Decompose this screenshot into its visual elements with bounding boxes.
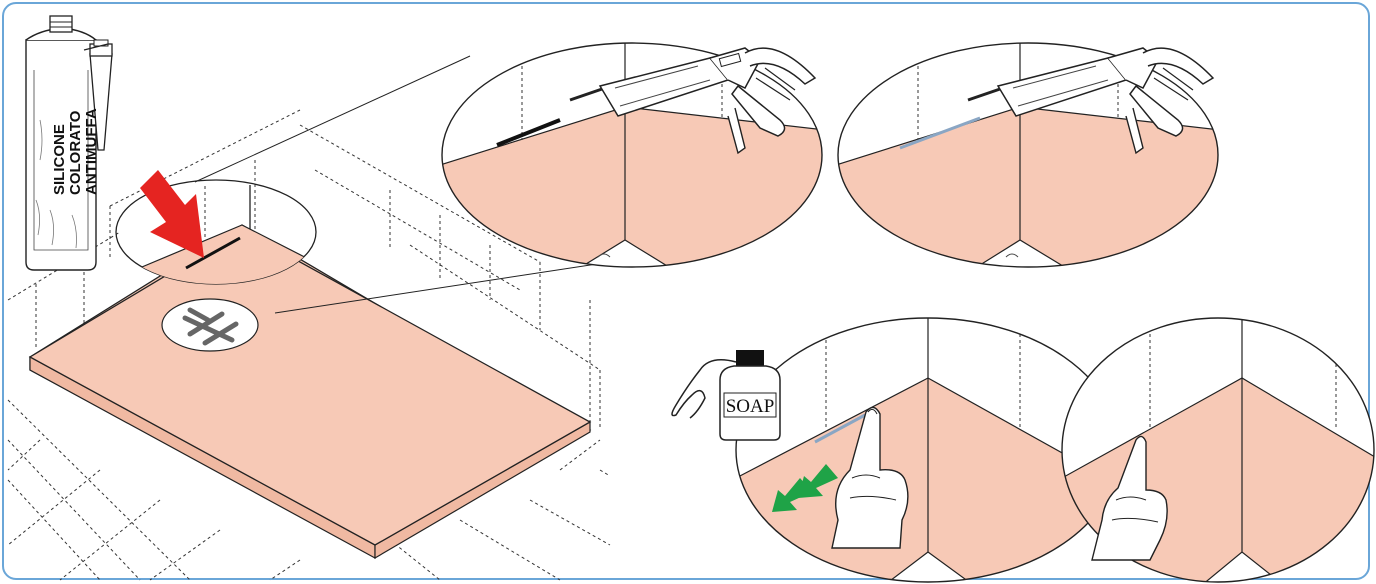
panel-apply-silicone — [430, 30, 830, 280]
drain-cover-icon — [162, 299, 258, 351]
cartridge-label-line-2: COLORATO — [67, 110, 84, 195]
cartridge-label-line-3: ANTIMUFFA — [83, 108, 100, 195]
soap-label: SOAP — [726, 396, 775, 417]
cartridge-label-line-1: SILICONE — [51, 124, 68, 195]
panel-silicone-applied — [836, 30, 1236, 280]
shower-tray — [30, 185, 590, 558]
soap-bottle-icon: SOAP — [672, 350, 780, 440]
red-arrow-icon — [140, 170, 204, 258]
silicone-cartridge-icon: SILICONE COLORATO ANTIMUFFA — [26, 16, 112, 270]
